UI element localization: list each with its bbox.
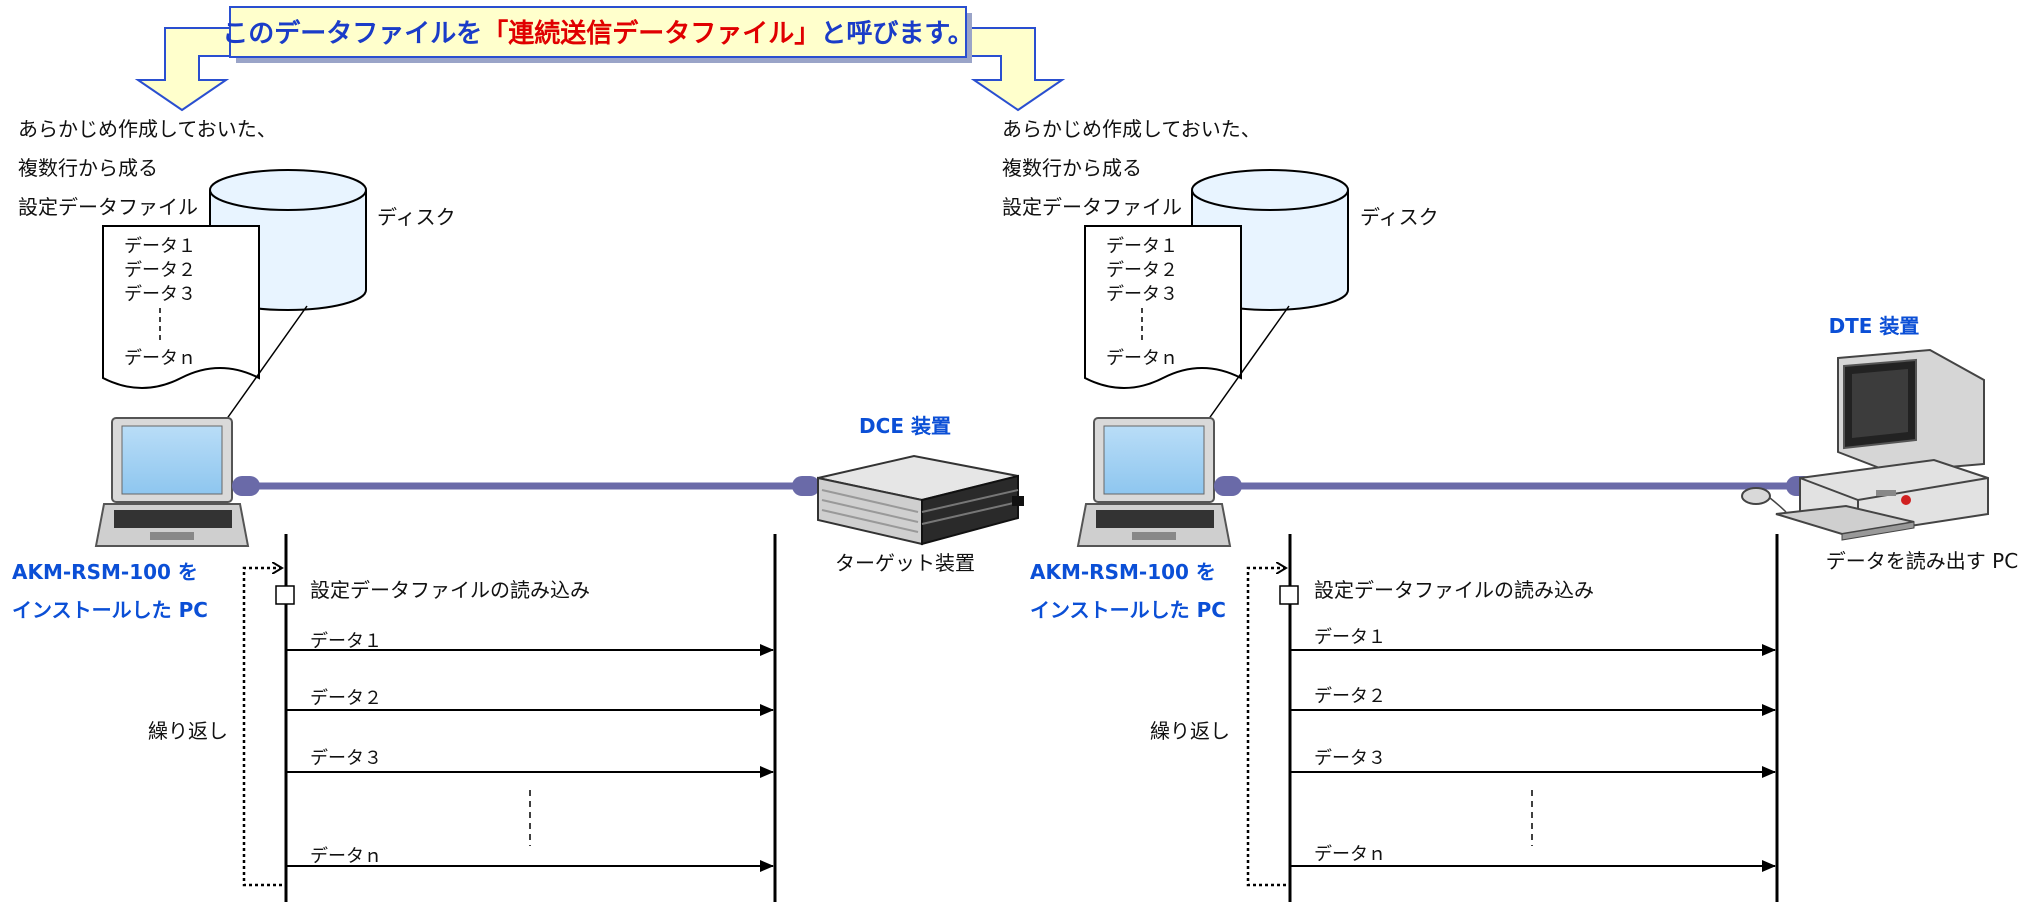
pc-label-line-1: AKM-RSM-100 を [1030,560,1216,584]
dce-device-icon [817,454,1024,546]
file-desc-line-1: あらかじめ作成しておいた、 [18,117,277,141]
device-caption: ターゲット装置 [835,551,975,575]
data-file-icon [102,225,260,389]
message-n: データｎ [310,846,382,867]
file-line-3: データ３ [124,284,196,305]
file-line-last: データｎ [124,348,196,369]
device-caption: データを読み出す PC [1826,549,2018,573]
file-desc-line-2: 複数行から成る [1002,156,1142,180]
message-3: データ３ [310,748,382,769]
message-3: データ３ [1314,748,1386,769]
laptop-icon [1076,417,1232,547]
pc-label-line-2: インストールした PC [12,598,208,622]
loop-label: 繰り返し [1150,719,1230,743]
read-step-label: 設定データファイルの読み込み [1314,578,1594,602]
message-2: データ２ [310,688,382,709]
panel-dce: あらかじめ作成しておいた、 複数行から成る 設定データファイル ディスク データ… [12,117,1024,902]
data-file-icon [1084,225,1242,389]
file-desc-line-3: 設定データファイル [1002,195,1182,219]
message-n: データｎ [1314,844,1386,865]
file-desc-line-3: 設定データファイル [18,195,198,219]
file-line-1: データ１ [1106,236,1178,257]
disk-label: ディスク [1360,205,1439,229]
laptop-icon [94,417,250,547]
loop-bracket [242,568,282,887]
device-title: DCE 装置 [859,414,951,438]
desktop-pc-icon [1741,348,1989,541]
file-line-3: データ３ [1106,284,1178,305]
pc-label-line-2: インストールした PC [1030,598,1226,622]
message-1: データ１ [310,631,382,652]
banner-box [229,6,967,58]
message-2: データ２ [1314,686,1386,707]
file-line-2: データ２ [1106,260,1178,281]
loop-bracket [1246,568,1286,887]
message-1: データ１ [1314,627,1386,648]
panel-dte: あらかじめ作成しておいた、 複数行から成る 設定データファイル ディスク データ… [1002,117,2018,902]
device-title: DTE 装置 [1829,314,1920,338]
loop-label: 繰り返し [148,719,228,743]
file-line-last: データｎ [1106,348,1178,369]
file-line-2: データ２ [124,260,196,281]
pc-label-line-1: AKM-RSM-100 を [12,560,198,584]
banner-right-arrow [954,27,1066,112]
banner-group: このデータファイルを「連続送信データファイル」と呼びます。 [134,6,1066,112]
banner-left-arrow [134,27,246,112]
file-desc-line-2: 複数行から成る [18,156,158,180]
banner-text: このデータファイルを「連続送信データファイル」と呼びます。 [222,18,973,49]
file-line-1: データ１ [124,236,196,257]
file-desc-line-1: あらかじめ作成しておいた、 [1002,117,1261,141]
disk-label: ディスク [377,205,456,229]
read-step-label: 設定データファイルの読み込み [310,578,590,602]
